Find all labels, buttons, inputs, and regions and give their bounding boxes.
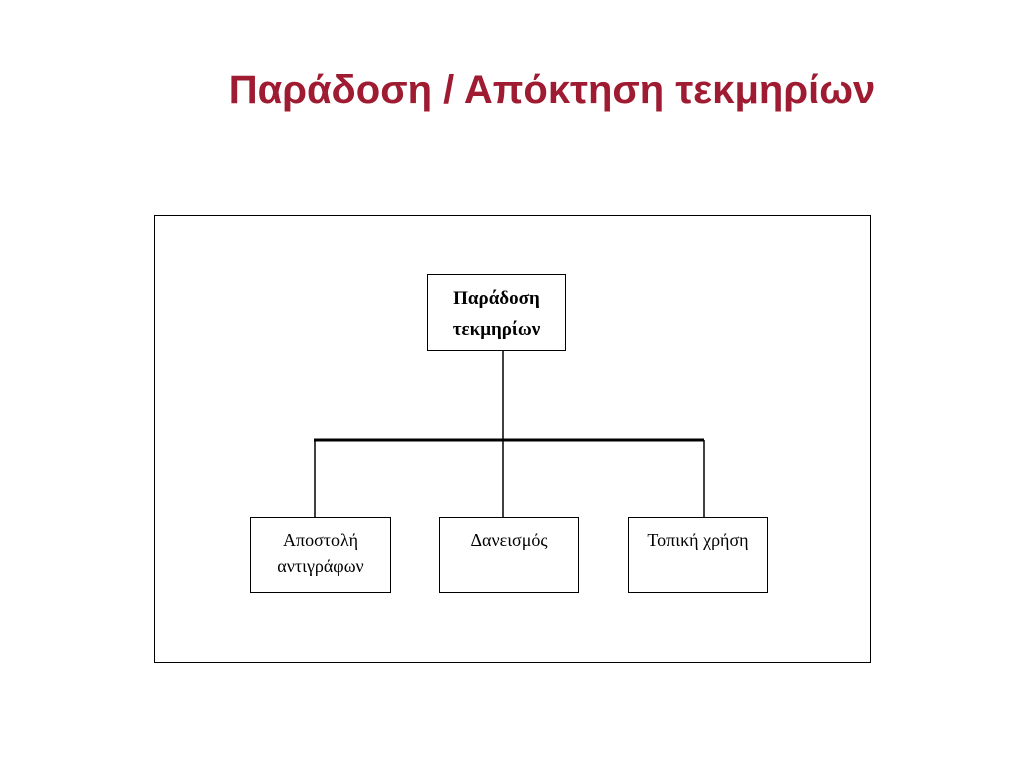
node-delivery-of-items-label: Παράδοση τεκμηρίων [452,288,541,340]
node-sending-copies: Αποστολή αντιγράφων [250,517,391,593]
diagram-frame [154,215,871,663]
node-sending-copies-label: Αποστολή αντιγράφων [277,530,364,576]
node-lending: Δανεισμός [439,517,579,593]
node-local-use: Τοπική χρήση [628,517,768,593]
node-local-use-label: Τοπική χρήση [647,530,749,550]
node-delivery-of-items: Παράδοση τεκμηρίων [427,274,566,351]
node-lending-label: Δανεισμός [470,530,548,550]
slide-title: Παράδοση / Απόκτηση τεκμηρίων [228,68,876,112]
